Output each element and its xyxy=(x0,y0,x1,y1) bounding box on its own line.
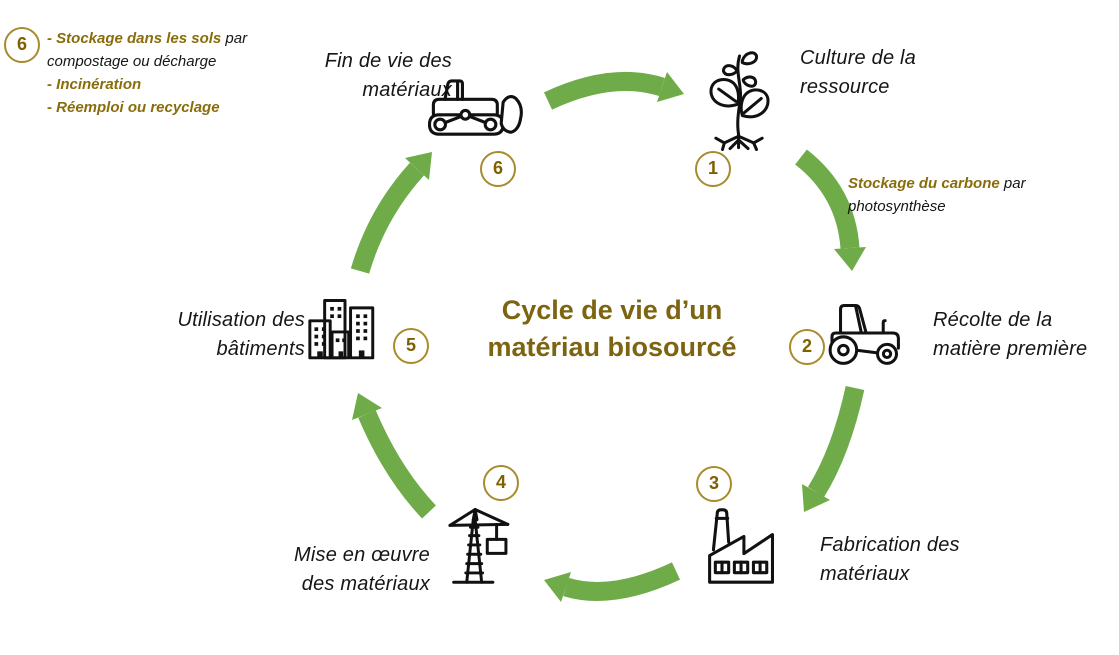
carbon-storage-annotation: Stockage du carbone par photosynthèse xyxy=(848,172,1026,218)
factory-icon xyxy=(708,508,774,584)
step-4-number-badge: 4 xyxy=(483,465,519,501)
note-number-badge: 6 xyxy=(4,27,40,63)
step-3-label: Fabrication des matériaux xyxy=(820,534,960,585)
step-3-number-badge: 3 xyxy=(696,466,732,502)
arrowhead-5-6 xyxy=(405,152,432,180)
step-4-label: Mise en œuvre des matériaux xyxy=(294,544,430,595)
step-5-label: Utilisation des bâtiments xyxy=(177,309,305,360)
step-5-number-badge: 5 xyxy=(393,328,429,364)
note-line-3: - Incinération xyxy=(47,76,142,93)
bulldozer-icon xyxy=(427,79,523,136)
end-of-life-note: - Stockage dans les sols par compostage … xyxy=(47,27,247,119)
note-line-1: - Stockage dans les sols par xyxy=(47,30,248,47)
page-title-line2: matériau biosourcé xyxy=(487,332,737,362)
tractor-icon xyxy=(828,303,900,365)
arrowhead-4-5 xyxy=(352,393,382,420)
cycle-arrow-6-1 xyxy=(543,71,665,110)
note-line-2: compostage ou décharge xyxy=(47,53,217,70)
cycle-arrow-1-2 xyxy=(795,149,860,249)
crane-icon xyxy=(448,507,510,584)
seedling-icon xyxy=(709,51,770,151)
arrowhead-6-1 xyxy=(657,72,684,102)
arrowhead-2-3 xyxy=(802,484,830,512)
carbon-line-2: photosynthèse xyxy=(848,198,946,215)
arrowhead-1-2 xyxy=(834,247,866,271)
step-6-label: Fin de vie des matériaux xyxy=(324,50,452,101)
cycle-arrow-5-6 xyxy=(350,162,425,274)
cycle-arrow-3-4 xyxy=(563,562,681,601)
page-title: Cycle de vie d’un matériau biosourcé xyxy=(452,292,772,366)
cycle-arrow-2-3 xyxy=(807,385,865,498)
arrowhead-3-4 xyxy=(544,572,571,602)
cycle-arrow-4-5 xyxy=(358,410,436,519)
step-1-label: Culture de la ressource xyxy=(800,47,916,98)
note-line-4: - Réemploi ou recyclage xyxy=(47,99,220,116)
page-title-line1: Cycle de vie d’un xyxy=(501,295,723,325)
step-2-number-badge: 2 xyxy=(789,329,825,365)
carbon-line-1: Stockage du carbone par xyxy=(848,175,1026,192)
step-2-label: Récolte de la matière première xyxy=(933,309,1088,360)
step-1-number-badge: 1 xyxy=(695,151,731,187)
step-6-number-badge: 6 xyxy=(480,151,516,187)
buildings-icon xyxy=(308,298,375,360)
